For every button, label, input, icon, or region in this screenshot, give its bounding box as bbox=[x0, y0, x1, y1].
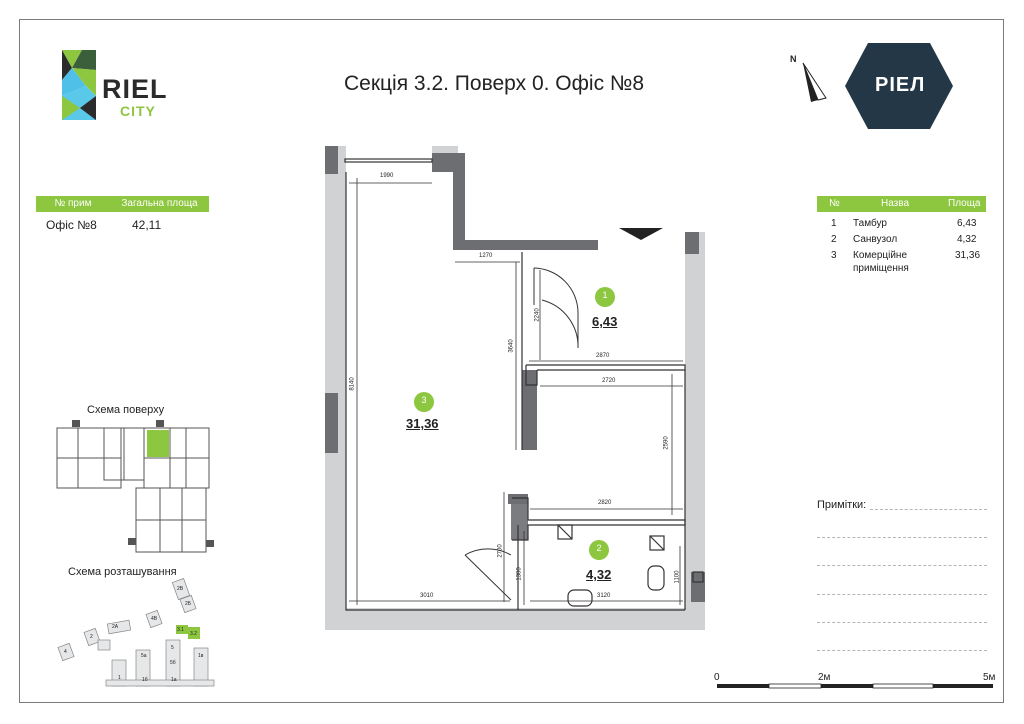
legend-header-area: Площа bbox=[948, 198, 981, 209]
riel-logo-text: РІЕЛ bbox=[875, 74, 926, 96]
room-1-number: 1 bbox=[602, 290, 608, 300]
site-label: 5 bbox=[171, 645, 174, 651]
notes-line bbox=[817, 622, 987, 623]
notes-label: Примітки: bbox=[817, 499, 867, 511]
legend-header-num: № bbox=[829, 198, 840, 209]
site-label: 2В bbox=[177, 586, 184, 592]
page-title: Секція 3.2. Поверх 0. Офіс №8 bbox=[344, 72, 645, 95]
site-label: 2А bbox=[112, 624, 119, 630]
legend-header-name: Назва bbox=[881, 198, 910, 209]
site-label: 2 bbox=[90, 634, 93, 640]
notes-line bbox=[817, 650, 987, 651]
dim-label: 2820 bbox=[598, 500, 612, 506]
dim-label: 1990 bbox=[380, 173, 394, 179]
logo-word-city: CITY bbox=[120, 103, 156, 119]
room-2-number: 2 bbox=[596, 543, 602, 553]
room-3-number: 3 bbox=[421, 395, 427, 405]
room-3-area: 31,36 bbox=[406, 416, 439, 431]
legend-row: 1 Тамбур 6,43 bbox=[817, 218, 986, 232]
compass-north-label: N bbox=[790, 54, 797, 64]
site-label: 3.1 bbox=[177, 627, 184, 633]
summary-row: Офіс №8 42,11 bbox=[36, 218, 209, 232]
legend-num: 1 bbox=[831, 218, 837, 229]
dim-label: 3120 bbox=[597, 593, 611, 599]
scale-label-2m: 2м bbox=[818, 672, 831, 683]
floor-scheme-label: Схема поверху bbox=[87, 404, 165, 416]
room-1-area: 6,43 bbox=[592, 314, 618, 329]
legend-num: 3 bbox=[831, 250, 837, 261]
dim-label: 2720 bbox=[602, 378, 616, 384]
notes-line bbox=[817, 565, 987, 566]
dim-label: 2870 bbox=[596, 353, 610, 359]
site-label: 5а bbox=[141, 653, 147, 659]
legend-row: 3 Комерційне приміщення 31,36 bbox=[817, 250, 986, 278]
site-label: 1 bbox=[118, 675, 121, 681]
legend-name-line2: приміщення bbox=[853, 263, 909, 274]
dim-label: 1270 bbox=[479, 253, 493, 259]
legend-name: Тамбур bbox=[853, 218, 887, 229]
logo-word-riel: RIEL bbox=[102, 74, 168, 104]
room-1-marker bbox=[595, 287, 615, 307]
summary-table-header: № прим Загальна площа bbox=[36, 196, 209, 212]
scale-label-5m: 5м bbox=[983, 672, 996, 683]
site-label: 4 bbox=[64, 649, 67, 655]
notes-line bbox=[817, 537, 987, 538]
legend-table-header: № Назва Площа bbox=[817, 196, 986, 212]
scale-label-0: 0 bbox=[714, 672, 720, 683]
legend-area: 4,32 bbox=[957, 234, 977, 245]
legend-name: Комерційне bbox=[853, 250, 908, 261]
site-label: 1а bbox=[171, 677, 177, 683]
summary-office-area: 42,11 bbox=[132, 218, 162, 232]
site-label: 3.2 bbox=[190, 631, 197, 637]
legend-name: Санвузол bbox=[853, 234, 898, 245]
summary-header-area: Загальна площа bbox=[121, 198, 198, 209]
site-scheme-label: Схема розташування bbox=[68, 566, 177, 578]
legend-area: 6,43 bbox=[957, 218, 977, 229]
summary-office-name: Офіс №8 bbox=[46, 218, 97, 232]
legend-row: 2 Санвузол 4,32 bbox=[817, 234, 986, 248]
summary-header-number: № прим bbox=[54, 198, 92, 209]
room-2-area: 4,32 bbox=[586, 567, 612, 582]
dim-label: 3010 bbox=[420, 593, 434, 599]
site-label: 1б bbox=[142, 677, 148, 683]
site-label: 2Б bbox=[185, 601, 192, 607]
room-3-marker bbox=[414, 392, 434, 412]
legend-num: 2 bbox=[831, 234, 837, 245]
notes-line bbox=[817, 594, 987, 595]
room-2-marker bbox=[589, 540, 609, 560]
site-label: 4В bbox=[151, 616, 158, 622]
notes-line bbox=[870, 509, 987, 510]
site-label: 1в bbox=[198, 653, 204, 659]
site-label: 5б bbox=[170, 660, 176, 666]
legend-area: 31,36 bbox=[955, 250, 981, 261]
page-frame bbox=[19, 19, 1004, 703]
